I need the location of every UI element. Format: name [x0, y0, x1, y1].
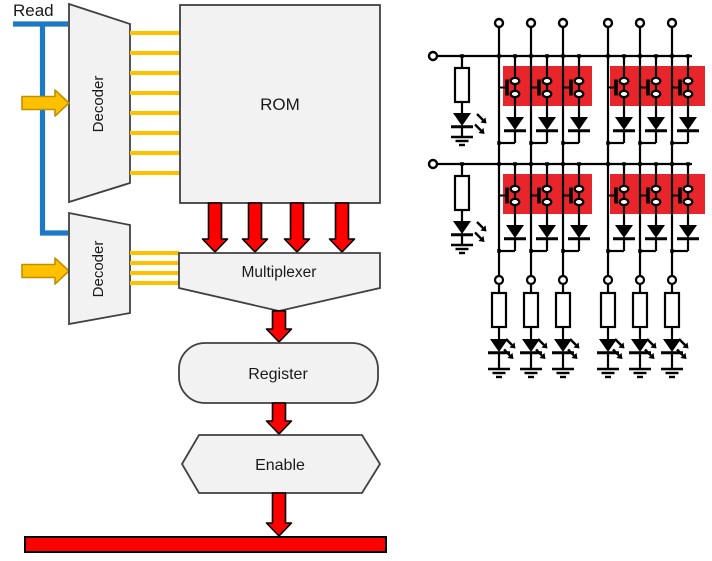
multiplexer-shape [178, 252, 381, 312]
enable-label: Enable [255, 457, 305, 474]
read-label: Read [13, 1, 54, 20]
flow-diagram: Read Decoder ROM Decoder [13, 1, 387, 553]
register-enable-arrow-icon [265, 402, 293, 435]
data-arrow-icon [201, 202, 229, 253]
data-arrow-icon [283, 202, 311, 253]
mux-register-arrow-icon [265, 310, 293, 343]
read-signal-line-vertical [39, 24, 68, 236]
rom-label: ROM [260, 95, 300, 114]
decoder-rom-bus [130, 31, 180, 175]
decoder-bottom-label: Decoder [90, 241, 107, 298]
data-arrow-icon [328, 202, 356, 253]
matrix-row-bottom [429, 160, 705, 253]
rom-output-arrows [201, 202, 356, 253]
matrix-row-top [429, 52, 705, 145]
register-label: Register [248, 366, 308, 383]
led-matrix-schematic [429, 19, 705, 377]
decoder-top-label: Decoder [90, 76, 107, 133]
decoder-mux-bus [130, 251, 179, 285]
address-arrow-bottom-icon [21, 257, 70, 285]
enable-bus-arrow-icon [265, 492, 293, 537]
rom-shape [179, 4, 381, 204]
data-arrow-icon [241, 202, 269, 253]
decoder-bottom-shape [68, 211, 131, 326]
enable-shape [180, 434, 382, 494]
decoder-top-shape [68, 2, 131, 204]
multiplexer-label: Multiplexer [242, 264, 317, 281]
output-bus-bar [24, 536, 387, 553]
address-arrow-top-icon [21, 89, 70, 117]
